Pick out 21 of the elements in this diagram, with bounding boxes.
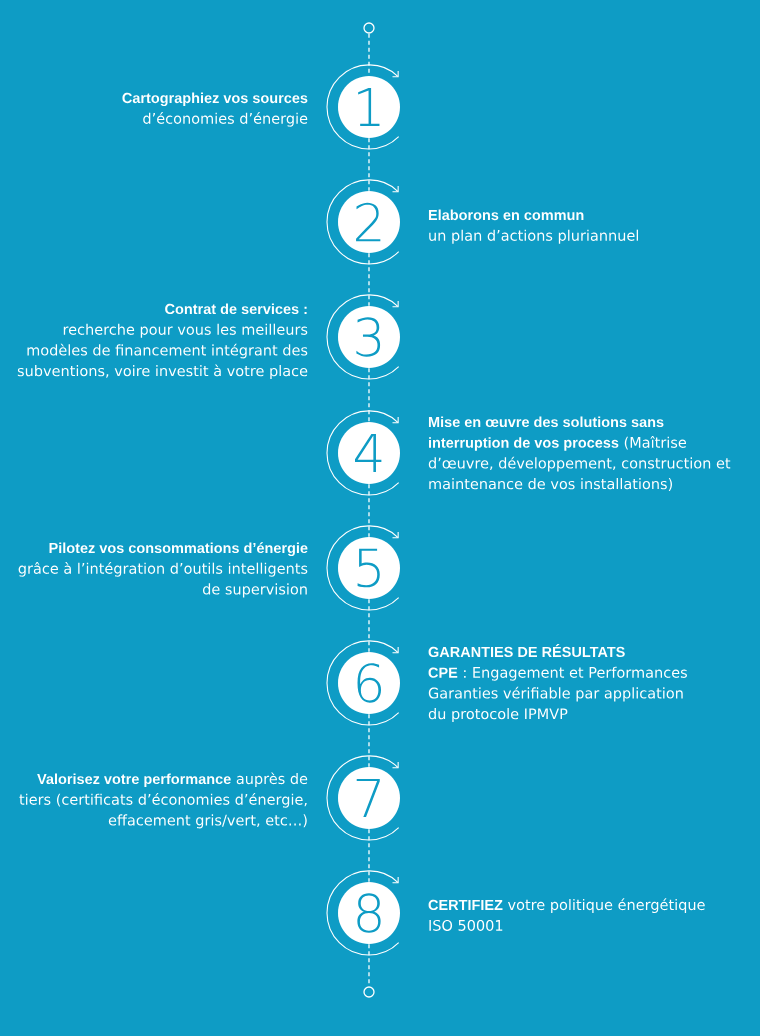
step-text: CPE : Engagement et Performances Garanties vérifiable par application du protocole IPMVP bbox=[428, 666, 687, 723]
step-text: Mise en œuvre des solutions sans interruption de vos process (Maîtrise d’œuvre, développement, construction et maintenance de vos installations) bbox=[428, 416, 731, 491]
step-text: grâce à l’intégration d’outils intelligents de supervision bbox=[18, 562, 308, 598]
step-heading: Pilotez vos consommations d’énergie bbox=[49, 542, 308, 557]
connector-line bbox=[368, 483, 370, 538]
connector-line bbox=[368, 828, 370, 883]
connector-line bbox=[368, 137, 370, 192]
step-text: recherche pour vous les meilleurs modèles de financement intégrant des subventions, voire investit à votre place bbox=[17, 323, 308, 380]
connector-line bbox=[368, 713, 370, 768]
step-text: Valorisez votre performance auprès de tiers (certificats d’économies d’énergie, effacement gris/vert, etc…) bbox=[19, 772, 308, 829]
step-heading: GARANTIES DE RÉSULTATS bbox=[428, 644, 625, 658]
connector-line bbox=[368, 252, 370, 307]
connector-line bbox=[368, 598, 370, 653]
step-heading: Cartographiez vos sources bbox=[122, 92, 308, 107]
step-heading: Elaborons en commun bbox=[428, 209, 584, 221]
connector-line bbox=[368, 367, 370, 423]
step-text: ISO 50001 bbox=[429, 919, 503, 931]
step-text: CERTIFIEZ votre politique énergétique bbox=[428, 898, 705, 913]
step-text: d’économies d’énergie bbox=[143, 112, 308, 127]
step-text: un plan d’actions pluriannuel bbox=[429, 229, 638, 244]
step-heading: Contrat de services : bbox=[165, 303, 307, 315]
